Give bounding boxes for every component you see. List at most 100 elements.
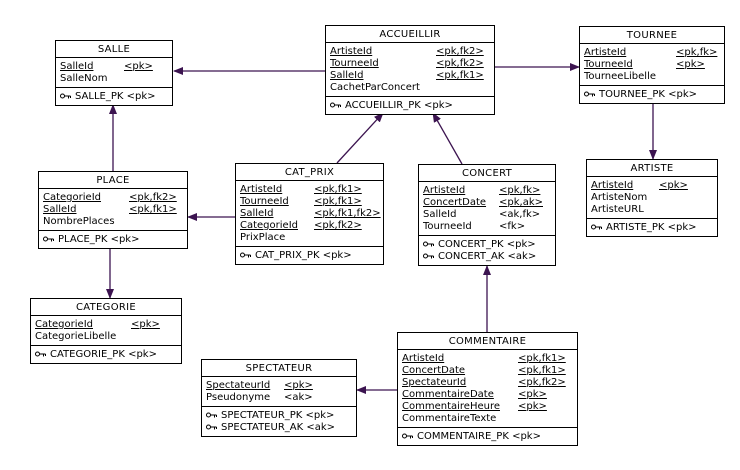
attribute-list: CategorieId<pk,fk2>SalleId<pk,fk1>Nombre…	[39, 189, 187, 231]
attribute-row: TourneeLibelle	[584, 71, 720, 83]
attribute-name: SpectateurId	[206, 380, 271, 391]
attribute-row: CommentaireTexte	[402, 413, 573, 425]
entity-title: PLACE	[39, 172, 187, 189]
attribute-name: ArtisteId	[423, 185, 466, 196]
attribute-name: SalleId	[330, 70, 364, 81]
attribute-name: CategorieId	[240, 220, 298, 231]
key-label: COMMENTAIRE_PK <pk>	[417, 431, 541, 442]
key-label: CONCERT_AK <ak>	[438, 251, 537, 262]
attribute-list: CategorieId<pk>CategorieLibelle	[31, 316, 181, 346]
key-row: CONCERT_AK <ak>	[423, 251, 551, 263]
attribute-row: Pseudonyme<ak>	[206, 392, 352, 404]
key-icon	[423, 253, 434, 259]
key-icon	[330, 102, 341, 108]
key-icon	[240, 252, 251, 258]
attribute-name: ArtisteId	[591, 180, 634, 191]
entity-concert[interactable]: CONCERT ArtisteId <pk,fk> ConcertDate <pk,ak…	[418, 164, 556, 266]
key-icon	[206, 412, 217, 418]
attribute-name: SpectateurId	[402, 377, 467, 388]
attribute-key-tag: <fk>	[499, 221, 526, 232]
entity-title: CONCERT	[419, 165, 555, 182]
attribute-row: TourneeId<pk,fk2>	[330, 58, 490, 70]
attribute-list: SalleId <pk>SalleNom	[56, 58, 172, 88]
attribute-key-tag: <pk>	[659, 180, 688, 191]
key-list: TOURNEE_PK <pk>	[580, 86, 724, 103]
attribute-row: SpectateurId <pk>	[206, 380, 352, 392]
key-label: SPECTATEUR_PK <pk>	[221, 410, 335, 421]
attribute-key-tag: <pk,fk2>	[314, 220, 362, 231]
attribute-name: ArtisteId	[240, 184, 283, 195]
attribute-key-tag: <pk,fk2>	[518, 377, 566, 388]
key-label: CONCERT_PK <pk>	[438, 239, 536, 250]
attribute-name: Pseudonyme	[206, 392, 271, 403]
entity-title: COMMENTAIRE	[398, 333, 577, 350]
attribute-key-tag: <ak,fk>	[499, 209, 541, 220]
attribute-key-tag: <pk>	[124, 61, 153, 72]
entity-commentaire[interactable]: COMMENTAIRE ArtisteId <pk,fk1> ConcertDate <…	[397, 332, 578, 446]
attribute-key-tag: <pk>	[676, 59, 705, 70]
attribute-key-tag: <pk,fk1,fk2>	[314, 208, 381, 219]
attribute-row: CachetParConcert	[330, 82, 490, 94]
attribute-name: TourneeId	[330, 58, 379, 69]
key-row: TOURNEE_PK <pk>	[584, 89, 720, 101]
attribute-row: ArtisteId <pk>	[591, 180, 713, 192]
attribute-name: SalleId	[60, 61, 94, 72]
key-label: SALLE_PK <pk>	[75, 91, 156, 102]
attribute-name: ConcertDate	[402, 365, 466, 376]
attribute-name: ArtisteId	[584, 47, 627, 58]
attribute-row: ArtisteURL	[591, 204, 713, 216]
attribute-name: SalleId	[423, 209, 457, 220]
attribute-name: ConcertDate	[423, 197, 487, 208]
attribute-name: CommentaireTexte	[402, 413, 497, 424]
attribute-key-tag: <pk,fk1>	[518, 365, 566, 376]
attribute-name: TourneeId	[584, 59, 633, 70]
attribute-row: ConcertDate <pk,fk1>	[402, 365, 573, 377]
attribute-row: SalleId<pk,fk1>	[330, 70, 490, 82]
attribute-row: ArtisteId <pk,fk>	[423, 185, 551, 197]
attribute-row: CategorieId <pk,fk2>	[240, 220, 379, 232]
key-row: PLACE_PK <pk>	[43, 234, 183, 246]
key-icon	[206, 424, 217, 430]
link-cat-prix-to-accueillir	[336, 112, 384, 164]
attribute-name: TourneeId	[423, 221, 472, 232]
key-icon	[43, 236, 54, 242]
link-concert-to-accueillir	[432, 112, 463, 165]
key-list: PLACE_PK <pk>	[39, 231, 187, 248]
entity-title: CATEGORIE	[31, 299, 181, 316]
attribute-key-tag: <pk,fk1>	[314, 184, 362, 195]
attribute-row: TourneeId <fk>	[423, 221, 551, 233]
attribute-name: ArtisteId	[330, 46, 373, 57]
attribute-name: CategorieId	[35, 319, 93, 330]
entity-title: ACCUEILLIR	[326, 26, 494, 43]
attribute-name: SalleId	[240, 208, 274, 219]
key-icon	[35, 351, 46, 357]
key-list: CAT_PRIX_PK <pk>	[236, 247, 383, 264]
attribute-list: ArtisteId <pk,fk> ConcertDate <pk,ak> SalleI…	[419, 182, 555, 236]
entity-title: TOURNEE	[580, 27, 724, 44]
attribute-key-tag: <pk,ak>	[499, 197, 543, 208]
attribute-key-tag: <pk>	[518, 389, 547, 400]
attribute-row: SpectateurId <pk,fk2>	[402, 377, 573, 389]
attribute-key-tag: <pk>	[284, 380, 313, 391]
key-row: SPECTATEUR_PK <pk>	[206, 410, 352, 422]
attribute-name: ArtisteId	[402, 353, 445, 364]
attribute-key-tag: <pk,fk>	[499, 185, 541, 196]
attribute-list: SpectateurId <pk>Pseudonyme<ak>	[202, 377, 356, 407]
key-label: CATEGORIE_PK <pk>	[50, 349, 157, 360]
attribute-name: TourneeId	[240, 196, 289, 207]
attribute-key-tag: <pk,fk1>	[314, 196, 362, 207]
attribute-row: CommentaireHeure<pk>	[402, 401, 573, 413]
attribute-row: PrixPlace	[240, 232, 379, 244]
attribute-name: TourneeLibelle	[584, 71, 657, 82]
attribute-row: SalleNom	[60, 73, 168, 85]
entity-title: SALLE	[56, 41, 172, 58]
